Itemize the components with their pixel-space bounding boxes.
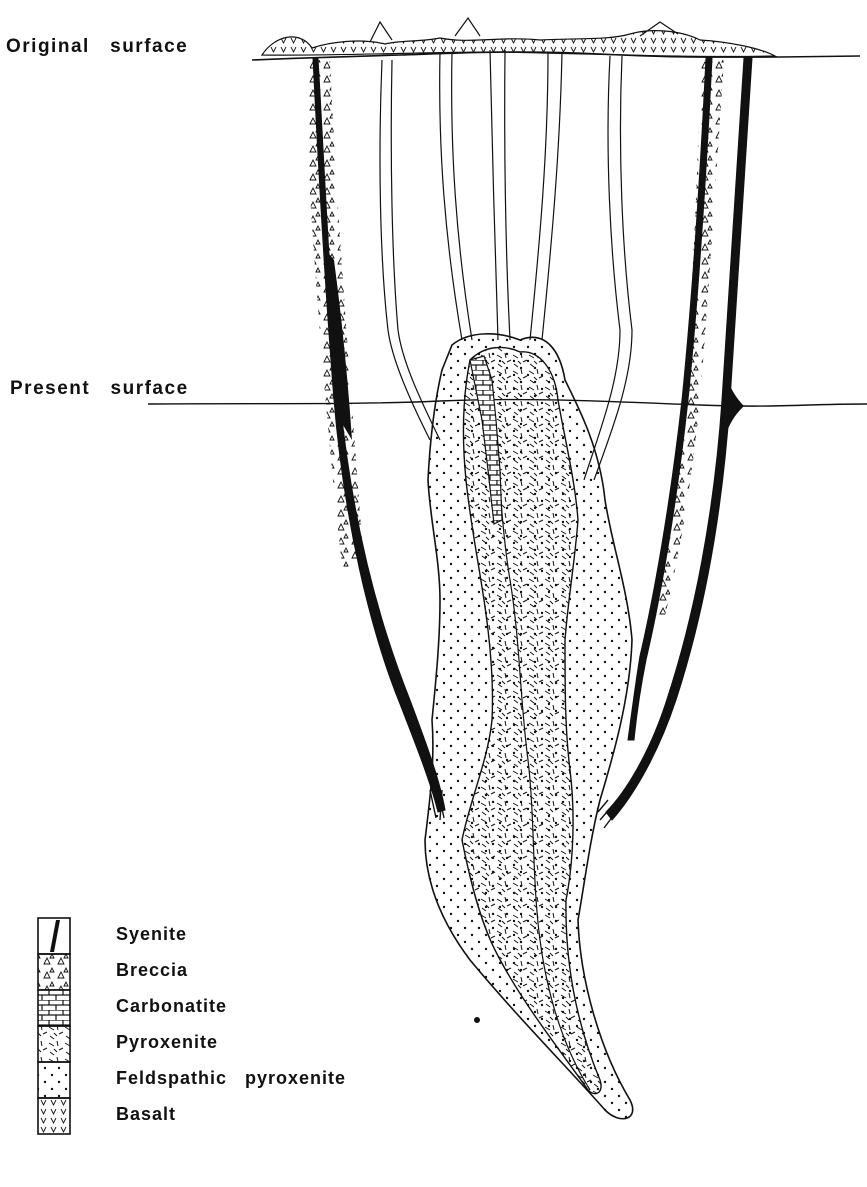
- legend-label-syenite: Syenite: [116, 924, 187, 945]
- original-surface-label: Original surface: [6, 36, 188, 58]
- legend-label-carbonatite: Carbonatite: [116, 996, 227, 1017]
- legend-swatches: [38, 918, 70, 1134]
- legend-swatch-carbonatite: [38, 990, 70, 1026]
- legend-swatch-basalt: [38, 1098, 70, 1134]
- legend-swatch-pyroxenite: [38, 1026, 70, 1062]
- basalt-crust: [262, 31, 775, 57]
- legend-label-breccia: Breccia: [116, 960, 188, 981]
- legend-label-feldspathic: Feldspathic pyroxenite: [116, 1068, 346, 1089]
- legend-label-pyroxenite: Pyroxenite: [116, 1032, 218, 1053]
- legend-label-basalt: Basalt: [116, 1104, 176, 1125]
- legend-swatch-breccia: [38, 954, 70, 990]
- legend-swatch-feldspathic: [38, 1062, 70, 1098]
- present-surface-label: Present surface: [10, 378, 189, 400]
